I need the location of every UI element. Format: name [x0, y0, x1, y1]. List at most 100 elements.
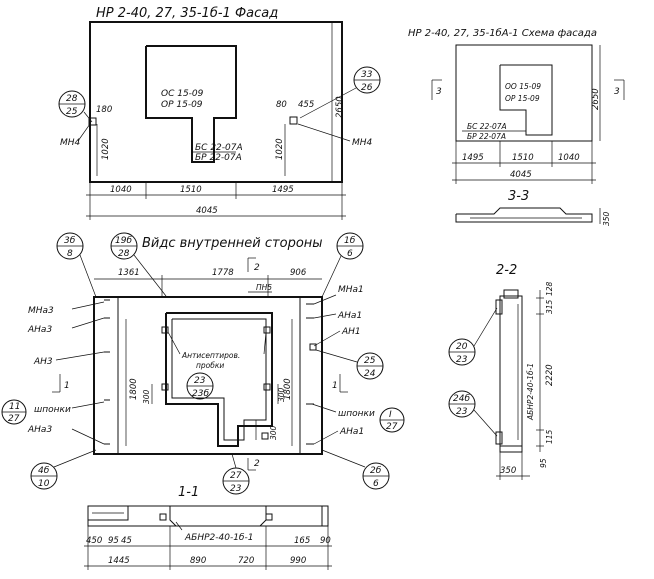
section-11-dim-450: 450	[86, 536, 102, 546]
inner-antiseptic-leader-2	[263, 331, 267, 355]
section-22-callout-20-leader	[473, 307, 498, 347]
scheme-window-label-2: ОР 15-09	[505, 94, 540, 103]
section-22-callout-24b-top: 24б	[453, 394, 470, 404]
inner-plug-1	[161, 326, 169, 334]
inner-dim-300-a: 300	[142, 389, 151, 404]
facade-view: НР 2-40, 27, 35-1б-1 Фасад ОС 15-09 ОР 1…	[58, 6, 381, 220]
section-1-1-view: 1-1 АБНР2-40-1б-1 450 95 45 165 90 1445 …	[84, 485, 332, 570]
inner-mna3: МНа3	[28, 306, 54, 316]
inner-opening-outer	[165, 312, 273, 447]
scheme-door-label-2: БР 22-07А	[467, 132, 506, 141]
section-11-mark-leader	[175, 521, 183, 531]
inner-ana3-bottom-leader	[71, 428, 105, 445]
section-11-cut-2	[259, 506, 267, 527]
section-22-profile	[499, 295, 523, 447]
inner-callout-27-bottom: 23	[230, 484, 242, 494]
section-22-top-cap	[503, 289, 519, 299]
inner-side-view: Вйдс внутренней стороны 3б 8 19б 28 1б 6…	[1, 232, 405, 495]
scheme-opening-outline	[499, 64, 553, 136]
facade-callout-right-top: 33	[361, 70, 373, 80]
scheme-dim-4045: 4045	[510, 170, 532, 180]
section-11-profile	[87, 505, 329, 527]
inner-callout-a-bottom: 8	[67, 249, 73, 259]
section-11-mark: АБНР2-40-1б-1	[184, 533, 253, 543]
scheme-panel-outline	[455, 44, 593, 142]
facade-scheme-view: НР 2-40, 27, 35-1бА-1 Схема фасада ОО 15…	[408, 27, 625, 184]
section-11-dim-1445: 1445	[108, 556, 130, 566]
section-22-callout-20-top: 20	[456, 342, 468, 352]
section-22-title: 2-2	[496, 263, 517, 278]
inner-an1-leader	[313, 330, 341, 347]
inner-plug-3	[161, 383, 169, 391]
section-33-dim-350: 350	[602, 211, 611, 226]
facade-dim-455: 455	[298, 100, 314, 110]
facade-dim-1495: 1495	[272, 185, 294, 195]
scheme-dim-1040: 1040	[558, 153, 580, 163]
inner-callout-2b-bottom: 6	[373, 479, 379, 489]
inner-callout-b-top: 19б	[115, 236, 132, 246]
section-22-dim-115: 115	[545, 429, 554, 444]
scheme-section-right: 3	[614, 87, 620, 97]
inner-ana1-top: АНа1	[337, 311, 362, 321]
inner-callout-b-leader	[133, 254, 167, 297]
facade-callout-left-leader	[83, 111, 93, 123]
facade-callout-right-leader	[299, 87, 357, 119]
inner-callout-25-top: 25	[364, 356, 376, 366]
inner-plug-5	[261, 432, 269, 440]
inner-callout-i-bottom: 27	[386, 422, 398, 432]
inner-antiseptic-2: пробки	[196, 361, 224, 370]
inner-callout-25-leader	[315, 349, 358, 363]
facade-opening-outline	[145, 45, 237, 163]
facade-door-label-1: БС 22-07А	[195, 143, 243, 153]
inner-pn5: ПН5	[256, 283, 272, 292]
facade-dim-1040: 1040	[110, 185, 132, 195]
section-22-anchor-top	[495, 299, 503, 315]
section-22-dim-315: 315	[545, 299, 554, 314]
inner-callout-25-bottom: 24	[364, 369, 376, 379]
section-22-base	[499, 446, 523, 453]
inner-section-1-left: 1	[64, 381, 70, 391]
inner-mna1-leader	[313, 294, 337, 305]
scheme-section-left: 3	[436, 87, 442, 97]
scheme-dim-1510: 1510	[512, 153, 534, 163]
inner-antiseptic-leader-1	[167, 331, 181, 355]
facade-door-label-2: БР 22-07А	[195, 153, 242, 163]
section-22-mark: АБНР2-40-1б-1	[526, 363, 535, 421]
inner-shponki-left: шпонки	[34, 405, 71, 415]
section-22-dim-128: 128	[545, 281, 554, 296]
facade-dim-1020-right: 1020	[275, 138, 285, 160]
section-11-plug-2	[265, 513, 273, 521]
inner-shponki-right: шпонки	[338, 409, 375, 419]
inner-callout-a-leader	[79, 254, 97, 298]
inner-shponki-right-leader	[311, 403, 337, 413]
section-22-dim-2220: 2220	[545, 364, 555, 386]
inner-callout-11-top: 11	[9, 402, 20, 412]
inner-plug-4	[263, 383, 271, 391]
inner-dim-300-c: 300	[269, 425, 278, 440]
facade-dim-80: 80	[276, 100, 287, 110]
inner-ana1-bottom-leader	[313, 430, 339, 445]
section-11-dim-165: 165	[294, 536, 310, 546]
facade-mh4-right: МН4	[352, 138, 373, 148]
section-11-dim-720: 720	[238, 556, 254, 566]
inner-callout-11-bottom: 27	[8, 414, 20, 424]
inner-opening-inner	[171, 318, 267, 441]
section-11-plug-1	[159, 513, 167, 521]
section-22-callout-24b-bottom: 23	[456, 407, 468, 417]
section-11-dim-45: 45	[121, 536, 132, 546]
inner-callout-2b-leader	[321, 449, 366, 468]
inner-callout-b-bottom: 28	[118, 249, 130, 259]
inner-callout-c-leader	[321, 255, 342, 298]
inner-callout-4b-leader	[53, 449, 97, 468]
inner-ana1-bottom: АНа1	[339, 427, 364, 437]
inner-anchor-r3	[309, 343, 317, 351]
inner-dim-1361: 1361	[118, 268, 140, 278]
section-11-dim-990: 990	[290, 556, 306, 566]
inner-title: Вйдс внутренней стороны	[142, 236, 323, 251]
section-11-dim-95: 95	[108, 536, 119, 546]
facade-anchor-right	[289, 116, 298, 125]
scheme-dim-1495: 1495	[462, 153, 484, 163]
section-11-left-key	[88, 505, 129, 521]
facade-mh4-left-leader	[77, 123, 91, 142]
